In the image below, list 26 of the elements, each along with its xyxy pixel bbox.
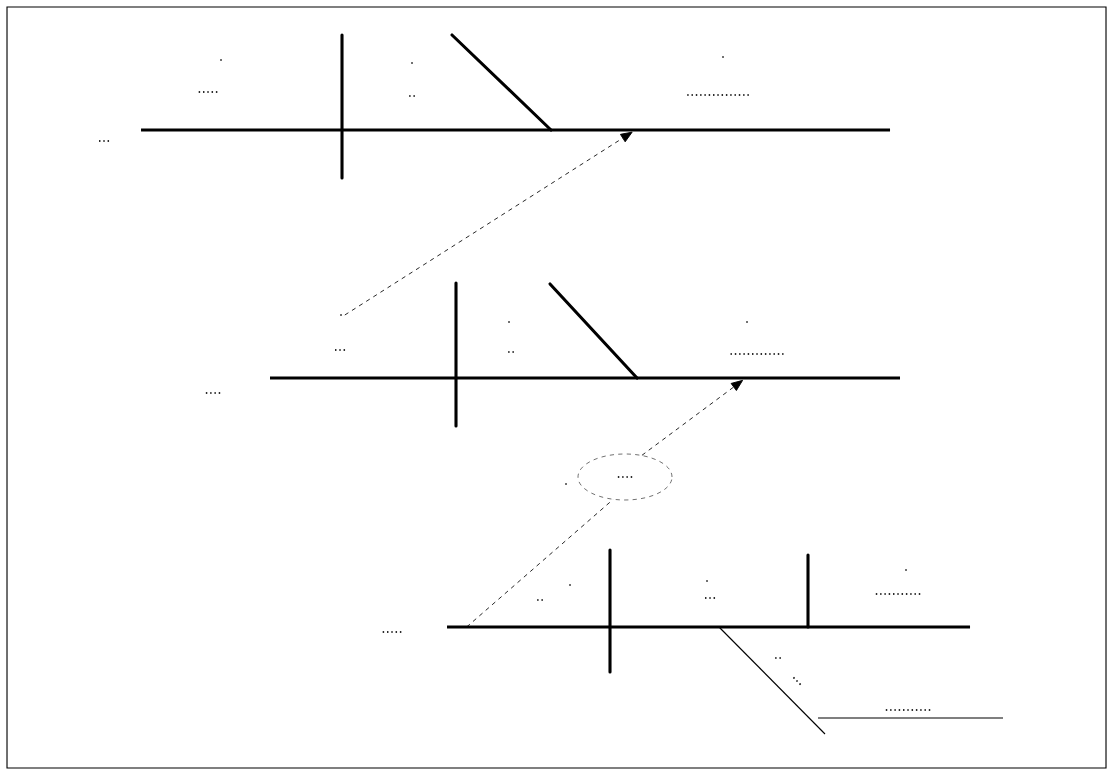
text-label: ...........: [885, 709, 931, 711]
text-label: .....: [382, 631, 402, 633]
text-label: ..: [409, 95, 415, 97]
text-label: ...: [792, 676, 802, 686]
text-label: ...: [704, 597, 716, 599]
text-label: .: [746, 321, 748, 323]
text-label: ...............: [687, 94, 749, 96]
text-label: .: [508, 321, 510, 323]
time-line: [139, 128, 892, 132]
text-label: .: [905, 569, 907, 571]
text-label: ....: [205, 392, 221, 394]
text-label: ...: [334, 349, 346, 351]
text-label: .: [340, 314, 342, 316]
text-label: ...: [98, 140, 110, 142]
text-label: ..: [508, 351, 514, 353]
text-label: .: [722, 56, 724, 58]
text-label: ..: [775, 657, 781, 659]
text-label: .: [569, 584, 571, 586]
arrow: [344, 131, 633, 316]
time-line: [445, 625, 972, 629]
text-label: .: [706, 580, 708, 582]
text-label: .: [411, 62, 413, 64]
text-label: .: [220, 59, 222, 61]
text-label: ..: [537, 599, 543, 601]
time-line: [268, 376, 902, 380]
arrow: [641, 379, 744, 456]
